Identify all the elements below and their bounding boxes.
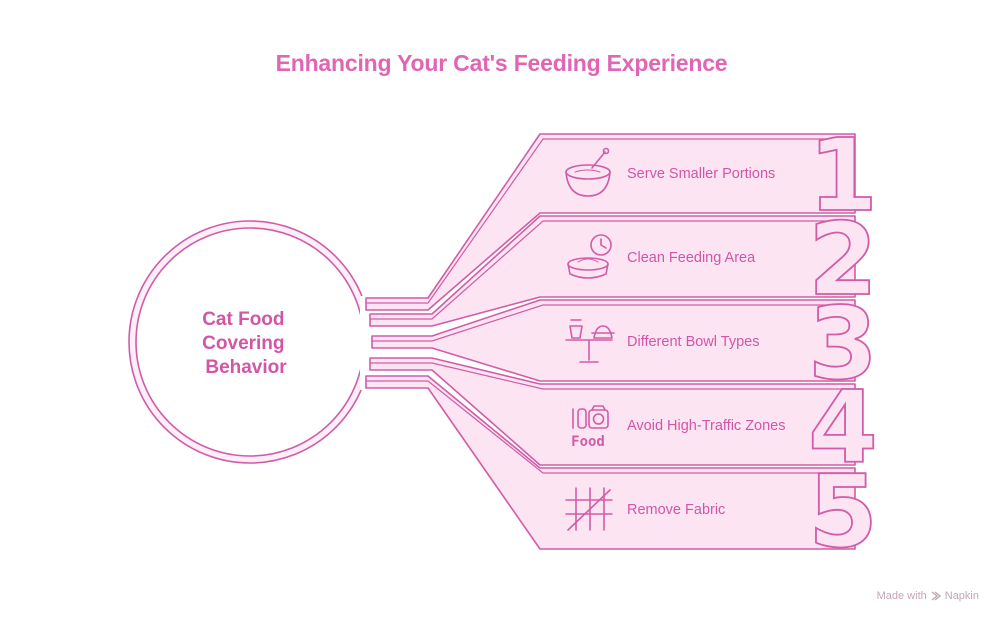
item-label-3: Different Bowl Types [627,334,759,350]
footer-attribution[interactable]: Made with Napkin [877,590,979,602]
branch-3 [371,299,856,382]
svg-text:Cat Food Covering: Cat Food Covering Behavior [202,309,290,378]
number-1: 1 [808,117,878,234]
center-line-2: Covering [202,333,284,354]
diagram-title: Enhancing Your Cat's Feeding Experience [275,50,728,76]
crossed-grid-icon [565,487,613,531]
number-3: 3 [808,285,878,402]
center-line-1: Cat Food [202,309,284,330]
svg-text:Food: Food [571,434,605,450]
center-node: Cat Food Covering Behavior [128,220,380,464]
napkin-brand: Napkin [944,590,979,602]
bowl-stand-icon [565,319,615,363]
number-4: 4 [808,369,878,486]
napkin-logo-icon [931,591,941,601]
item-label-4: Avoid High-Traffic Zones [627,418,786,434]
branch-5 [365,375,856,550]
branch-4 [369,357,856,466]
number-5: 5 [808,453,878,570]
bowl-with-spoon-icon [565,147,611,197]
branches [365,133,856,550]
branch-2 [369,215,856,327]
made-with-label: Made with [876,590,927,602]
item-label-2: Clean Feeding Area [627,250,756,266]
bowl-with-clock-icon [567,234,612,279]
branch-1 [365,133,856,311]
food-camera-icon: Food [571,405,609,450]
item-label-5: Remove Fabric [627,502,725,518]
number-2: 2 [808,201,878,318]
item-label-1: Serve Smaller Portions [627,166,775,182]
center-line-3: Behavior [205,357,287,378]
